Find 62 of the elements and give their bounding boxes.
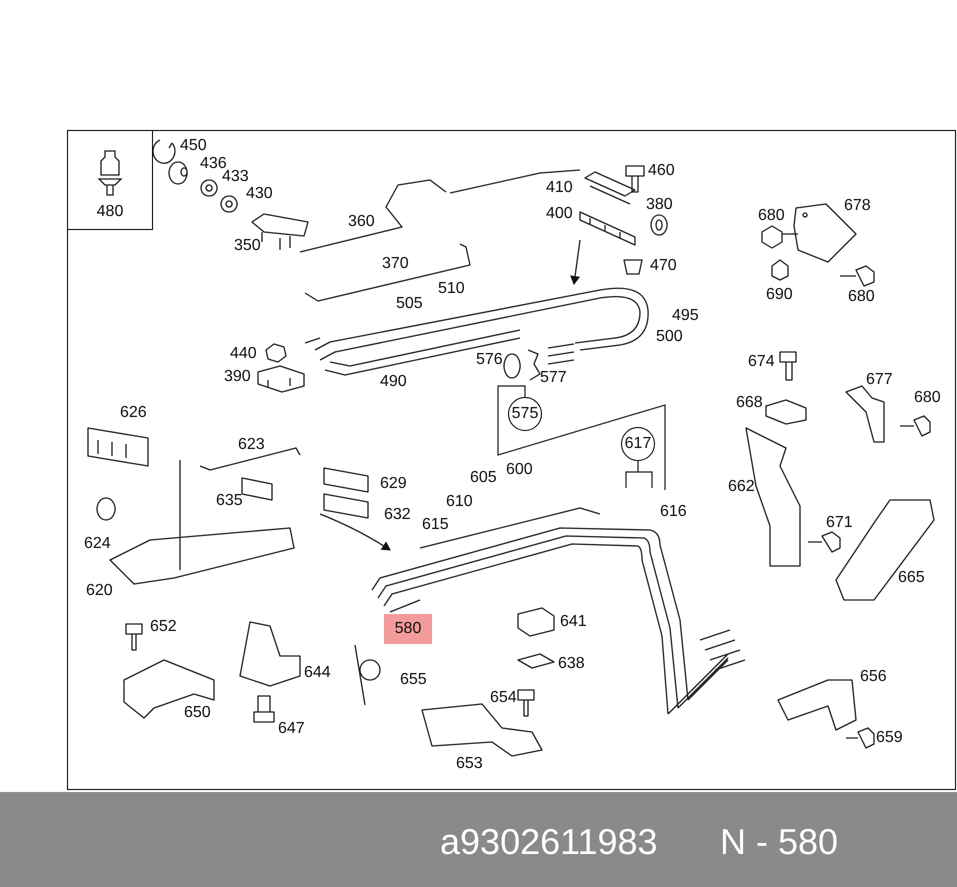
callout-number: 450: [180, 137, 207, 155]
callout-number: 460: [648, 162, 675, 180]
callout-number: 505: [396, 295, 423, 313]
callout-circle: 575: [508, 397, 542, 431]
callout-circle: 617: [621, 427, 655, 461]
callout-number: 370: [382, 255, 409, 273]
callout-number: 490: [380, 373, 407, 391]
callout-number: 600: [506, 461, 533, 479]
callout-number: 655: [400, 671, 427, 689]
callout-number: 360: [348, 213, 375, 231]
callout-number: 410: [546, 179, 573, 197]
callout-number: 635: [216, 492, 243, 510]
callout-number: 620: [86, 582, 113, 600]
callout-number: 656: [860, 668, 887, 686]
callout-number: 500: [656, 328, 683, 346]
callout-number: 605: [470, 469, 497, 487]
callout-number: 654: [490, 689, 517, 707]
callout-number: 677: [866, 371, 893, 389]
callout-number: 350: [234, 237, 261, 255]
inset-box: [67, 130, 153, 230]
callout-number: 690: [766, 286, 793, 304]
callout-number: 653: [456, 755, 483, 773]
callout-number: 430: [246, 185, 273, 203]
callout-number: 680: [758, 207, 785, 225]
callout-number: 615: [422, 516, 449, 534]
callout-number: 629: [380, 475, 407, 493]
leader-line: [497, 385, 666, 490]
callout-number: 510: [438, 280, 465, 298]
callout-number: 674: [748, 353, 775, 371]
callout-number: 644: [304, 664, 331, 682]
callout-number: 626: [120, 404, 147, 422]
callout-number: 576: [476, 351, 503, 369]
callout-number: 641: [560, 613, 587, 631]
callout-number: 659: [876, 729, 903, 747]
callout-number: 480: [96, 203, 124, 221]
callout-number: 623: [238, 436, 265, 454]
highlighted-callout: 580: [384, 614, 432, 644]
callout-number: 495: [672, 307, 699, 325]
callout-number: 665: [898, 569, 925, 587]
callout-number: 668: [736, 394, 763, 412]
callout-number: 624: [84, 535, 111, 553]
page-code: N - 580: [720, 822, 838, 862]
callout-number: 678: [844, 197, 871, 215]
callout-number: 652: [150, 618, 177, 636]
callout-number: 577: [540, 369, 567, 387]
callout-number: 390: [224, 368, 251, 386]
callout-number: 680: [914, 389, 941, 407]
callout-number: 632: [384, 506, 411, 524]
callout-number: 647: [278, 720, 305, 738]
callout-number: 470: [650, 257, 677, 275]
leader-line: [625, 460, 653, 489]
callout-number: 638: [558, 655, 585, 673]
callout-number: 671: [826, 514, 853, 532]
callout-number: 610: [446, 493, 473, 511]
callout-number: 662: [728, 478, 755, 496]
callout-number: 400: [546, 205, 573, 223]
part-number: a9302611983: [440, 822, 658, 862]
callout-number: 680: [848, 288, 875, 306]
callout-number: 380: [646, 196, 673, 214]
callout-number: 616: [660, 503, 687, 521]
callout-number: 650: [184, 704, 211, 722]
callout-number: 440: [230, 345, 257, 363]
